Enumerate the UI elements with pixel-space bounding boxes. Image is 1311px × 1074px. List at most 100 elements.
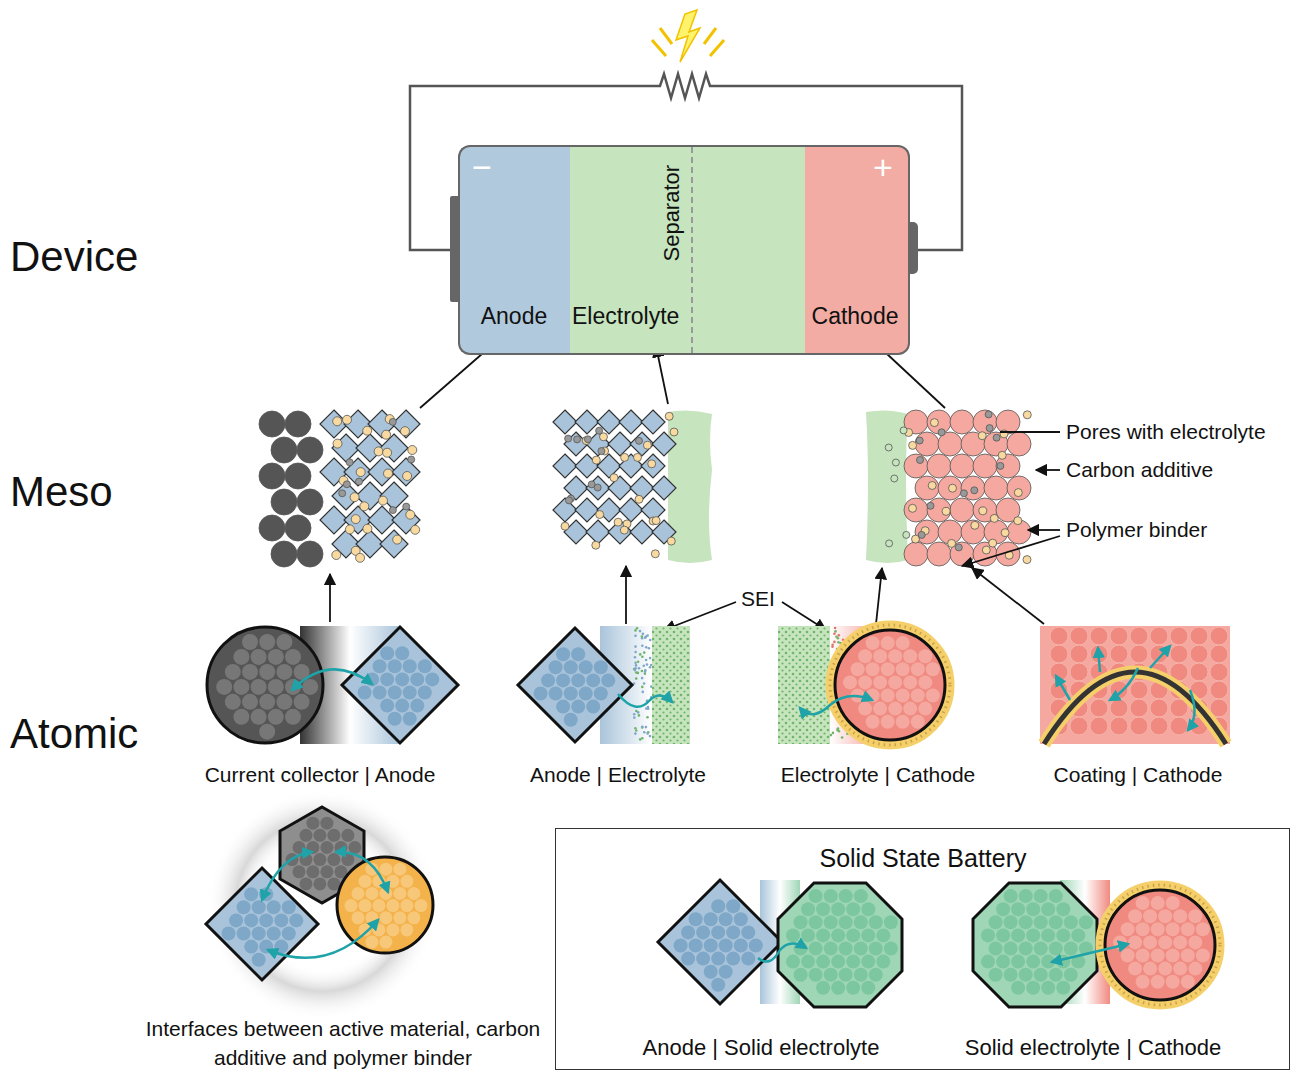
pore [886,540,893,547]
binder-particle [356,553,365,562]
atom [1034,968,1048,982]
atoms [216,634,318,740]
binder-particle [393,535,402,544]
atom [276,664,292,680]
atom [1136,949,1150,963]
carbon-particle [927,502,934,509]
active-particle [608,432,632,456]
atom [711,952,725,966]
cathode-particle [915,432,939,456]
atom [1026,955,1040,969]
atom [1181,975,1195,989]
sei-dot [649,666,652,669]
leader-arrow [972,568,1044,624]
atom [1011,928,1025,942]
atom [918,702,932,716]
atom [285,649,301,665]
atom [869,968,883,982]
atom [696,952,710,966]
carbon-particle [343,481,350,488]
binder-particle [411,525,420,534]
spark [676,10,700,62]
binder-particle [998,451,1006,459]
carbon-particle [997,462,1004,469]
atom [1050,627,1068,645]
atom [414,899,427,912]
atom [1064,968,1078,982]
atom [1064,942,1078,956]
electrolyte-region [778,626,830,744]
atom [1026,981,1040,995]
atom [229,913,243,927]
carbon-particle [565,435,572,442]
carbon-particle [636,437,643,444]
atom [681,925,695,939]
atom [809,942,823,956]
atom [1143,935,1157,949]
atom [345,899,358,912]
active-particle [553,410,577,434]
sei-dot [833,633,836,636]
atom [801,928,815,942]
cathode-particle [927,454,951,478]
binder-particle [337,857,433,953]
atom [579,687,593,701]
binder-particle [667,537,675,545]
scale-label: Meso [10,467,113,517]
sei-dot [641,726,644,729]
atom [1188,935,1202,949]
atom [1150,645,1168,663]
figure-caption: Anode | Electrolyte [530,762,706,787]
coating-dots [1100,885,1220,1005]
atom [274,913,288,927]
binder-particle [363,524,372,533]
sei-dot [639,653,642,656]
transfer-arrow [292,669,372,690]
atom [996,928,1010,942]
atom [285,709,301,725]
atom [242,664,258,680]
leader-arrow [1028,529,1060,531]
active-particle [564,476,588,500]
atom [216,679,232,695]
atom [259,664,275,680]
cathode-particle [950,498,974,522]
atom [289,913,303,927]
atom [571,647,585,661]
binder-particle [343,415,352,424]
atom [704,965,718,979]
atom [294,694,310,710]
carbon-particle [356,478,363,485]
atom [839,968,853,982]
coating-dots [830,625,950,745]
atom [1050,645,1068,663]
atom [1181,922,1195,936]
battery-band: −Anode [458,145,570,355]
cathode-particle [961,476,985,500]
sei-dot [646,634,649,637]
atom [794,968,808,982]
figure-caption: Electrolyte | Cathode [781,762,976,787]
binder-particle [1001,529,1009,537]
figure-caption: Current collector | Anode [205,762,436,787]
sei-dot [634,645,637,648]
atom [719,912,733,926]
atom [293,865,306,878]
atom [726,952,740,966]
sei-dot [645,646,648,649]
leader-arrow [876,568,882,624]
atom [1041,981,1055,995]
atoms [358,646,440,726]
transfer-arrow [1052,944,1128,962]
atom [386,923,399,936]
atom [1090,699,1108,717]
atom [373,686,387,700]
atom [282,900,296,914]
atom [1056,928,1070,942]
atom [1128,909,1142,923]
atom [282,927,296,941]
atom [359,875,372,888]
atom [881,689,895,703]
pore [900,427,907,434]
binder-particle [1023,556,1031,564]
